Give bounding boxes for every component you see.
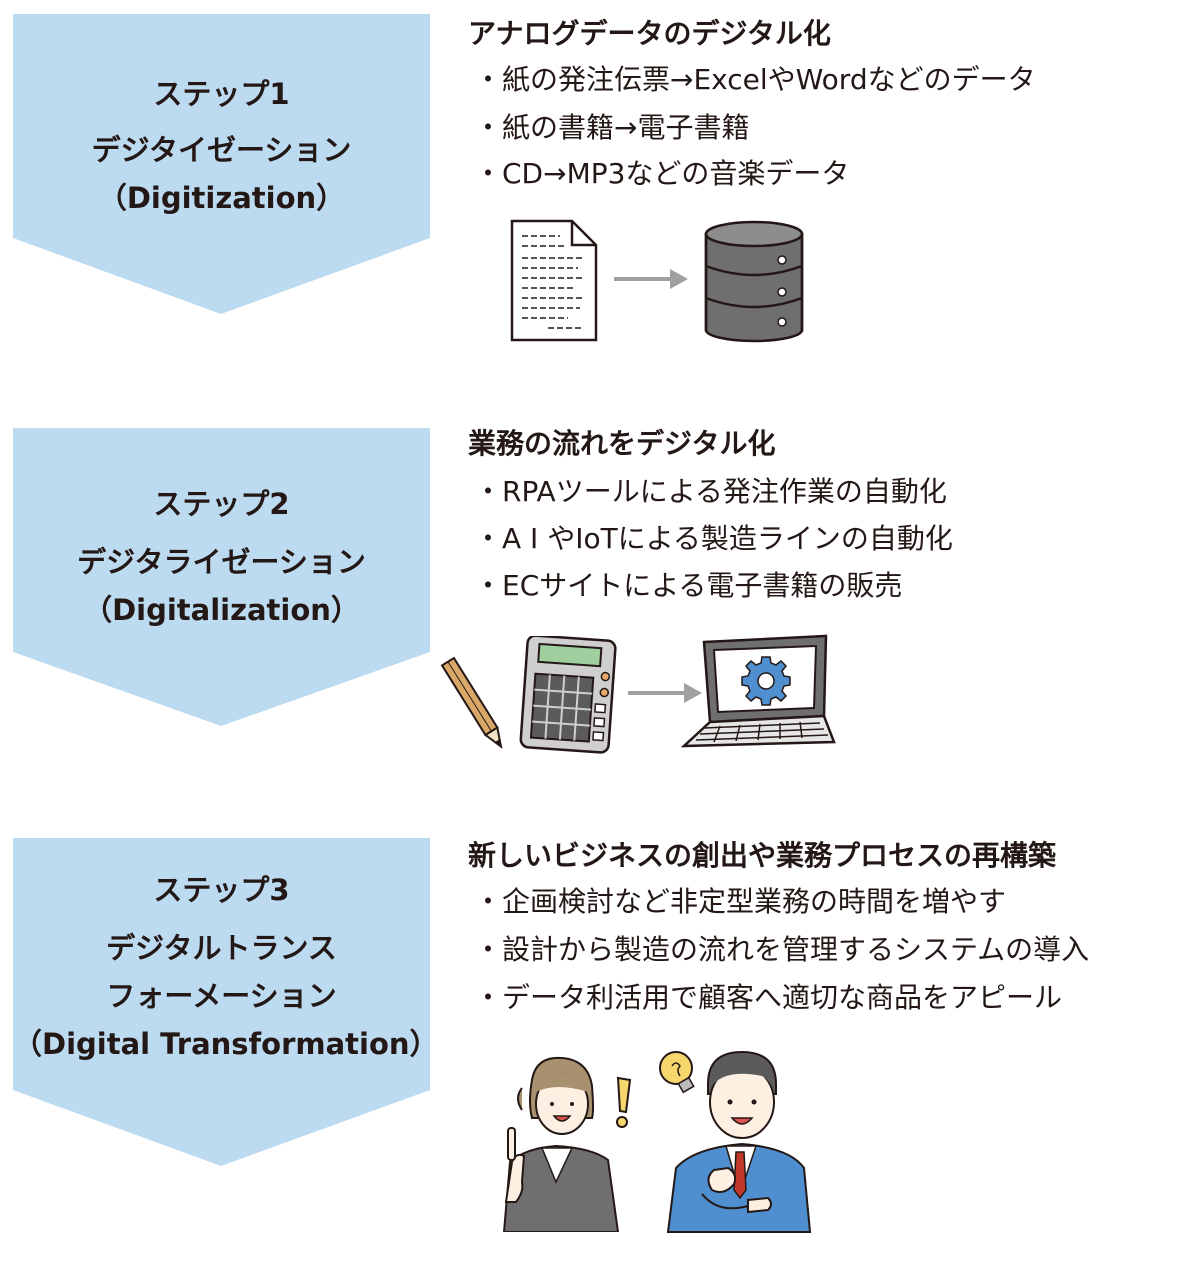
list-item: ・RPAツールによる発注作業の自動化 [474, 475, 947, 508]
step-3-name-line-1: デジタルトランス [106, 931, 337, 965]
exclamation-icon [612, 1076, 636, 1136]
step-1-number: ステップ1 [153, 77, 290, 111]
arrow-right-icon [614, 266, 690, 296]
calculator-icon [516, 634, 620, 758]
arrow-right-icon [628, 680, 704, 710]
database-icon [702, 218, 806, 348]
step-2: ステップ2 デジタライゼーション （Digitalization） 業務の流れを… [0, 427, 1180, 754]
pencil-icon [440, 650, 510, 764]
businesswoman-icon [496, 1052, 626, 1236]
document-icon [508, 218, 600, 348]
list-item: ・CD→MP3などの音楽データ [474, 157, 850, 190]
step-2-chevron [13, 428, 430, 728]
step-1-title: アナログデータのデジタル化 [468, 17, 831, 50]
list-item: ・データ利活用で顧客へ適切な商品をアピール [474, 981, 1063, 1014]
step-3-chevron [13, 838, 430, 1168]
step-2-number: ステップ2 [153, 487, 290, 521]
laptop-gear-icon [680, 634, 836, 754]
list-item: ・設計から製造の流れを管理するシステムの導入 [474, 933, 1090, 966]
step-2-english: （Digitalization） [83, 593, 360, 627]
list-item: ・A I やIoTによる製造ラインの自動化 [474, 522, 953, 555]
step-1-name: デジタイゼーション [91, 133, 352, 167]
lightbulb-icon [654, 1048, 702, 1102]
list-item: ・紙の発注伝票→ExcelやWordなどのデータ [474, 63, 1036, 96]
businessman-icon [664, 1044, 814, 1238]
step-2-name: デジタライゼーション [77, 545, 366, 579]
step-3: ステップ3 デジタルトランス フォーメーション （Digital Transfo… [0, 838, 1180, 1233]
step-1-chevron [13, 14, 430, 314]
step-1-english: （Digitization） [97, 181, 346, 215]
step-3-number: ステップ3 [153, 873, 290, 907]
list-item: ・紙の書籍→電子書籍 [474, 111, 750, 144]
list-item: ・企画検討など非定型業務の時間を増やす [474, 885, 1007, 918]
list-item: ・ECサイトによる電子書籍の販売 [474, 569, 903, 602]
step-2-title: 業務の流れをデジタル化 [468, 427, 776, 460]
step-1: ステップ1 デジタイゼーション （Digitization） アナログデータのデ… [0, 14, 1180, 343]
step-3-english: （Digital Transformation） [13, 1027, 439, 1061]
step-3-title: 新しいビジネスの創出や業務プロセスの再構築 [468, 839, 1057, 872]
step-3-name-line-2: フォーメーション [106, 979, 337, 1013]
